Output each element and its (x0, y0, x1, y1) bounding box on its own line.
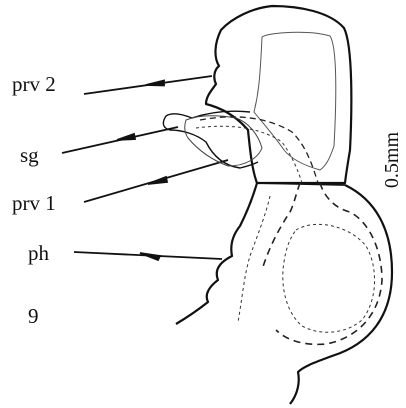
arrowhead-prv2 (146, 81, 164, 86)
scale-bar-label: 0.5mm (381, 132, 403, 189)
label-sg: sg (20, 143, 39, 167)
leader-lines (62, 76, 228, 260)
label-prv1: prv 1 (12, 191, 56, 215)
pharynx-dashed-inner (283, 224, 375, 332)
label-prv2: prv 2 (12, 72, 56, 96)
pharynx-dashed-outer (262, 183, 382, 344)
dashed-duct-outer (200, 117, 318, 183)
sg-duct-outline (163, 111, 258, 168)
figure-number: 9 (28, 304, 39, 328)
arrowhead-sg (117, 134, 135, 140)
arrowhead-prv1 (148, 177, 167, 184)
upper-sac-inner-outline (254, 32, 336, 170)
pharynx-outline (176, 183, 392, 404)
label-ph: ph (28, 241, 50, 265)
pharynx-dashed-left (238, 196, 270, 322)
arrowhead-ph (140, 253, 160, 260)
